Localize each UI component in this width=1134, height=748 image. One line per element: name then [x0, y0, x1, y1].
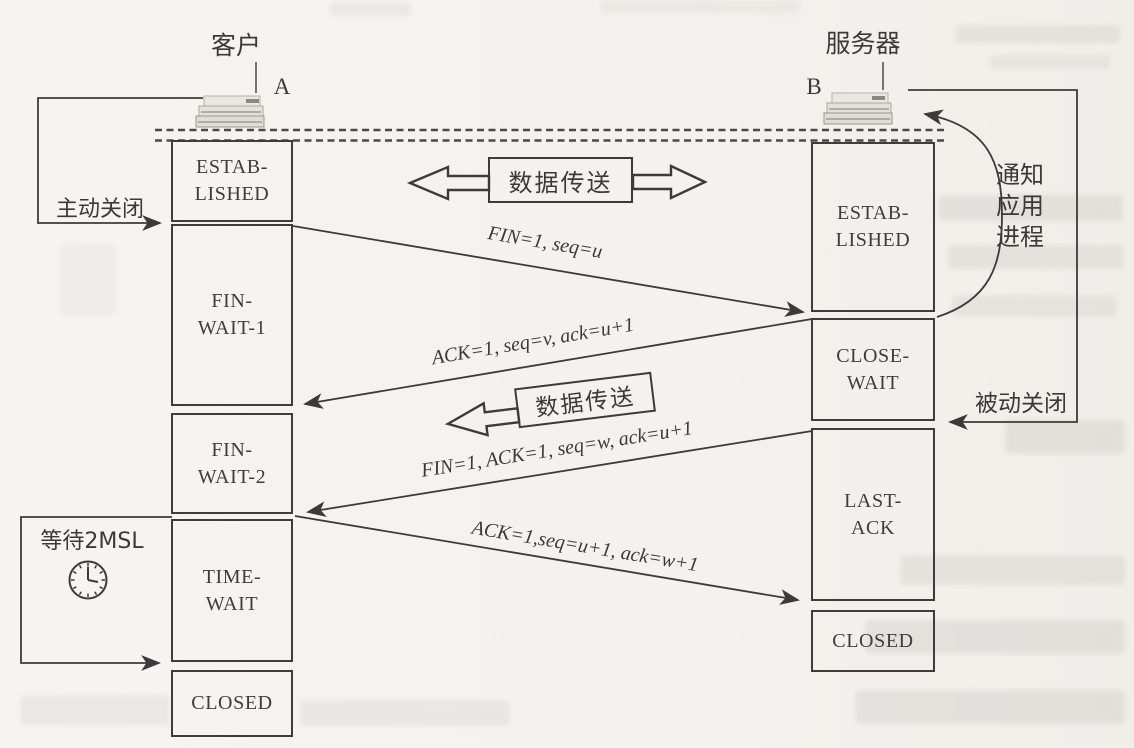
active-close-arrow	[37, 97, 203, 231]
notify-application-label: 通知 应用 进程	[996, 160, 1044, 253]
server-title: 服务器	[825, 29, 901, 58]
bleed-artifact	[20, 695, 170, 725]
bleed-artifact	[952, 295, 1117, 317]
bleed-artifact	[330, 2, 410, 16]
server-state-closed: CLOSED	[811, 610, 935, 672]
server-state-established: ESTAB- LISHED	[811, 142, 935, 312]
notify-line: 应用	[996, 192, 1044, 220]
client-state-fin-wait-2: FIN- WAIT-2	[171, 413, 293, 514]
data-transfer-mid-left-arrow	[444, 401, 521, 437]
fin-ack-segment-arrow	[306, 430, 813, 517]
data-transfer-top-box: 数据传送	[488, 157, 633, 203]
bleed-artifact	[1005, 420, 1125, 454]
state-line: ACK	[850, 516, 896, 539]
state-line: WAIT-2	[197, 465, 267, 488]
state-line: WAIT	[205, 592, 259, 615]
state-line: CLOSED	[832, 629, 914, 652]
client-state-closed: CLOSED	[171, 670, 293, 737]
data-transfer-right-arrow	[631, 164, 708, 200]
state-line: FIN-	[211, 290, 253, 312]
client-state-time-wait: TIME- WAIT	[171, 519, 293, 662]
bleed-artifact	[865, 620, 1125, 654]
server-host-icon	[823, 92, 893, 125]
bleed-artifact	[855, 690, 1125, 724]
client-state-established: ESTAB- LISHED	[171, 140, 293, 222]
bleed-artifact	[955, 25, 1120, 43]
data-transfer-left-arrow	[406, 165, 491, 201]
last-ack-segment-arrow	[294, 515, 800, 605]
state-line: ESTAB-	[196, 156, 268, 178]
bleed-artifact	[300, 700, 510, 726]
wait-2msl-label: 等待2MSL	[40, 529, 144, 554]
passive-close-label: 被动关闭	[975, 391, 1067, 417]
state-line: LAST-	[844, 489, 902, 512]
client-state-fin-wait-1: FIN- WAIT-1	[171, 224, 293, 406]
state-line: WAIT-1	[197, 317, 267, 339]
notify-application-arrow	[923, 109, 1003, 318]
state-line: CLOSED	[191, 692, 273, 714]
server-state-close-wait: CLOSE- WAIT	[811, 318, 935, 421]
state-line: WAIT	[846, 371, 900, 394]
client-host-icon	[195, 95, 265, 128]
client-title: 客户	[210, 31, 262, 60]
bleed-artifact	[60, 245, 115, 315]
state-line: FIN-	[211, 438, 253, 461]
active-close-label: 主动关闭	[55, 197, 145, 222]
bleed-artifact	[600, 0, 800, 14]
host-a-label: A	[273, 74, 291, 99]
bleed-artifact	[938, 195, 1123, 221]
ack-segment-arrow	[303, 318, 813, 409]
state-line: LISHED	[835, 229, 911, 251]
fin-segment-arrow	[292, 225, 805, 317]
notify-line: 进程	[996, 223, 1044, 251]
wait-2msl-loop-arrow	[20, 516, 172, 671]
bleed-artifact	[948, 245, 1123, 269]
notify-line: 通知	[996, 161, 1044, 189]
state-line: CLOSE-	[836, 344, 910, 367]
host-b-label: B	[806, 74, 822, 99]
state-line: ESTAB-	[837, 202, 909, 224]
bleed-artifact	[990, 55, 1110, 69]
server-state-last-ack: LAST- ACK	[811, 428, 935, 601]
state-line: TIME-	[202, 565, 262, 588]
state-line: LISHED	[194, 183, 270, 205]
passive-close-arrow	[908, 89, 1078, 430]
clock-icon	[68, 560, 108, 600]
bleed-artifact	[900, 555, 1125, 585]
